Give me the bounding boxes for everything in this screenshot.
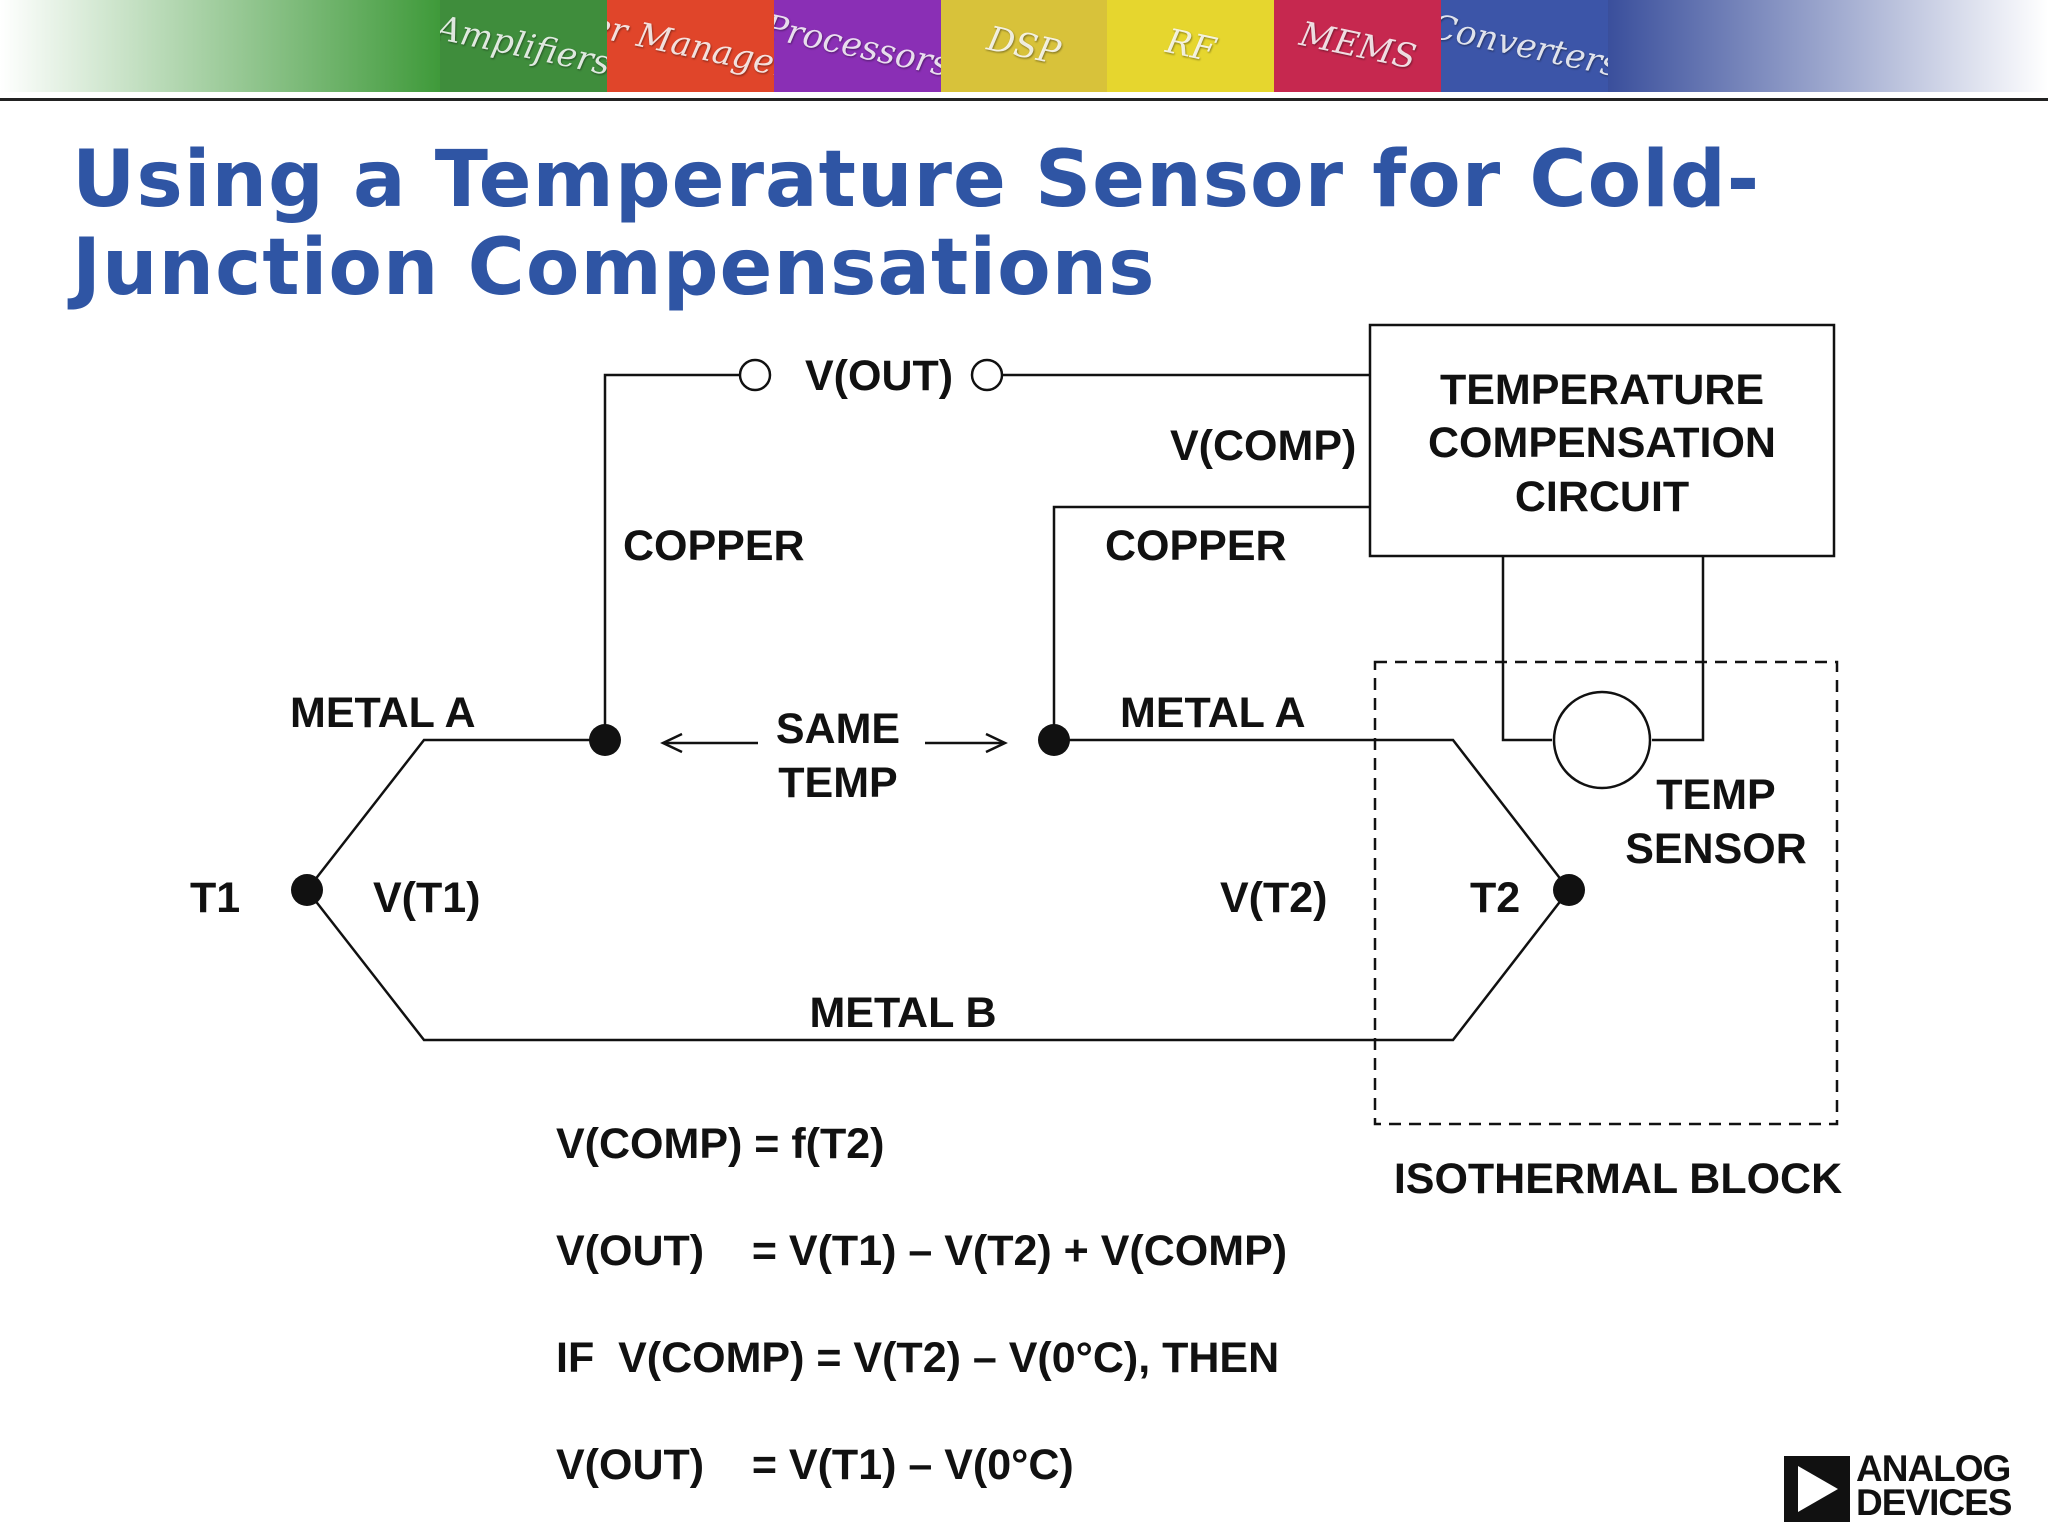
copper-wire-right [1052, 505, 1370, 740]
isothermal-block-label: ISOTHERMAL BLOCK [1394, 1155, 1842, 1203]
banner-topic-processors: Processors [773, 0, 941, 92]
junction-dot-right [1038, 724, 1070, 756]
metal-a-label-left: METAL A [290, 689, 476, 737]
banner-topic-amplifiers: Amplifiers [440, 0, 607, 92]
header-divider [0, 98, 2048, 101]
logo-triangle-icon [1784, 1456, 1850, 1522]
metal-a-label-right: METAL A [1120, 689, 1306, 737]
copper-label-right: COPPER [1105, 522, 1287, 570]
vcomp-label: V(COMP) [1170, 422, 1356, 470]
logo-line-2: DEVICES [1856, 1482, 2012, 1523]
banner-topic-dsp: DSP [940, 0, 1108, 92]
logo-line-1: ANALOG [1856, 1448, 2011, 1489]
temp-sensor-label-1: TEMP [1656, 771, 1775, 819]
equation-2: V(OUT) = V(T1) – V(T2) + V(COMP) [556, 1227, 1288, 1275]
box-label-2: COMPENSATION [1428, 419, 1776, 467]
title-line-1: Using a Temperature Sensor for Cold- [72, 135, 1761, 225]
copper-label-left: COPPER [623, 522, 805, 570]
logo-text: ANALOG DEVICES [1856, 1448, 2012, 1523]
sensor-lead-left [1501, 556, 1552, 742]
metal-a-wire-left [306, 738, 605, 891]
temp-sensor-label-2: SENSOR [1625, 825, 1807, 873]
copper-wire-left [603, 373, 740, 740]
isothermal-block [1373, 660, 1839, 1126]
junction-dot-t1 [291, 874, 323, 906]
box-label-3: CIRCUIT [1515, 473, 1689, 521]
sensor-lead-right [1652, 556, 1705, 742]
banner-gradient [0, 0, 2048, 92]
t2-label: T2 [1470, 874, 1520, 922]
metal-a-wire-right [1054, 738, 1570, 891]
title-line-2: Junction Compensations [72, 223, 1156, 313]
vout-terminal-right [970, 358, 1004, 392]
metal-b-wire [306, 889, 1570, 1042]
banner-topic-power-management: Power Management [606, 0, 774, 92]
vt2-label: V(T2) [1220, 874, 1328, 922]
page-title: Using a Temperature Sensor for Cold- Jun… [72, 136, 1772, 312]
equation-4: V(OUT) = V(T1) – V(0°C) [556, 1441, 1074, 1489]
banner-topic-rf: RF [1107, 0, 1275, 92]
vout-label: V(OUT) [805, 352, 953, 400]
box-label-1: TEMPERATURE [1440, 366, 1764, 414]
banner-topic-converters: Converters [1441, 0, 1609, 92]
same-label: SAME [776, 705, 900, 753]
temp-label: TEMP [778, 759, 897, 807]
banner-topic-mems: MEMS [1274, 0, 1442, 92]
equation-1: V(COMP) = f(T2) [556, 1120, 885, 1168]
compensation-box [1368, 323, 1836, 558]
vt1-label: V(T1) [373, 874, 481, 922]
analog-devices-logo: ANALOG DEVICES [1784, 1450, 2012, 1522]
temp-sensor-symbol [1552, 690, 1652, 790]
vout-terminal-left [738, 358, 772, 392]
equation-3: IF V(COMP) = V(T2) – V(0°C), THEN [556, 1334, 1280, 1382]
t1-label: T1 [190, 874, 240, 922]
metal-b-label: METAL B [809, 989, 996, 1037]
junction-dot-left [589, 724, 621, 756]
junction-dot-t2 [1553, 874, 1585, 906]
